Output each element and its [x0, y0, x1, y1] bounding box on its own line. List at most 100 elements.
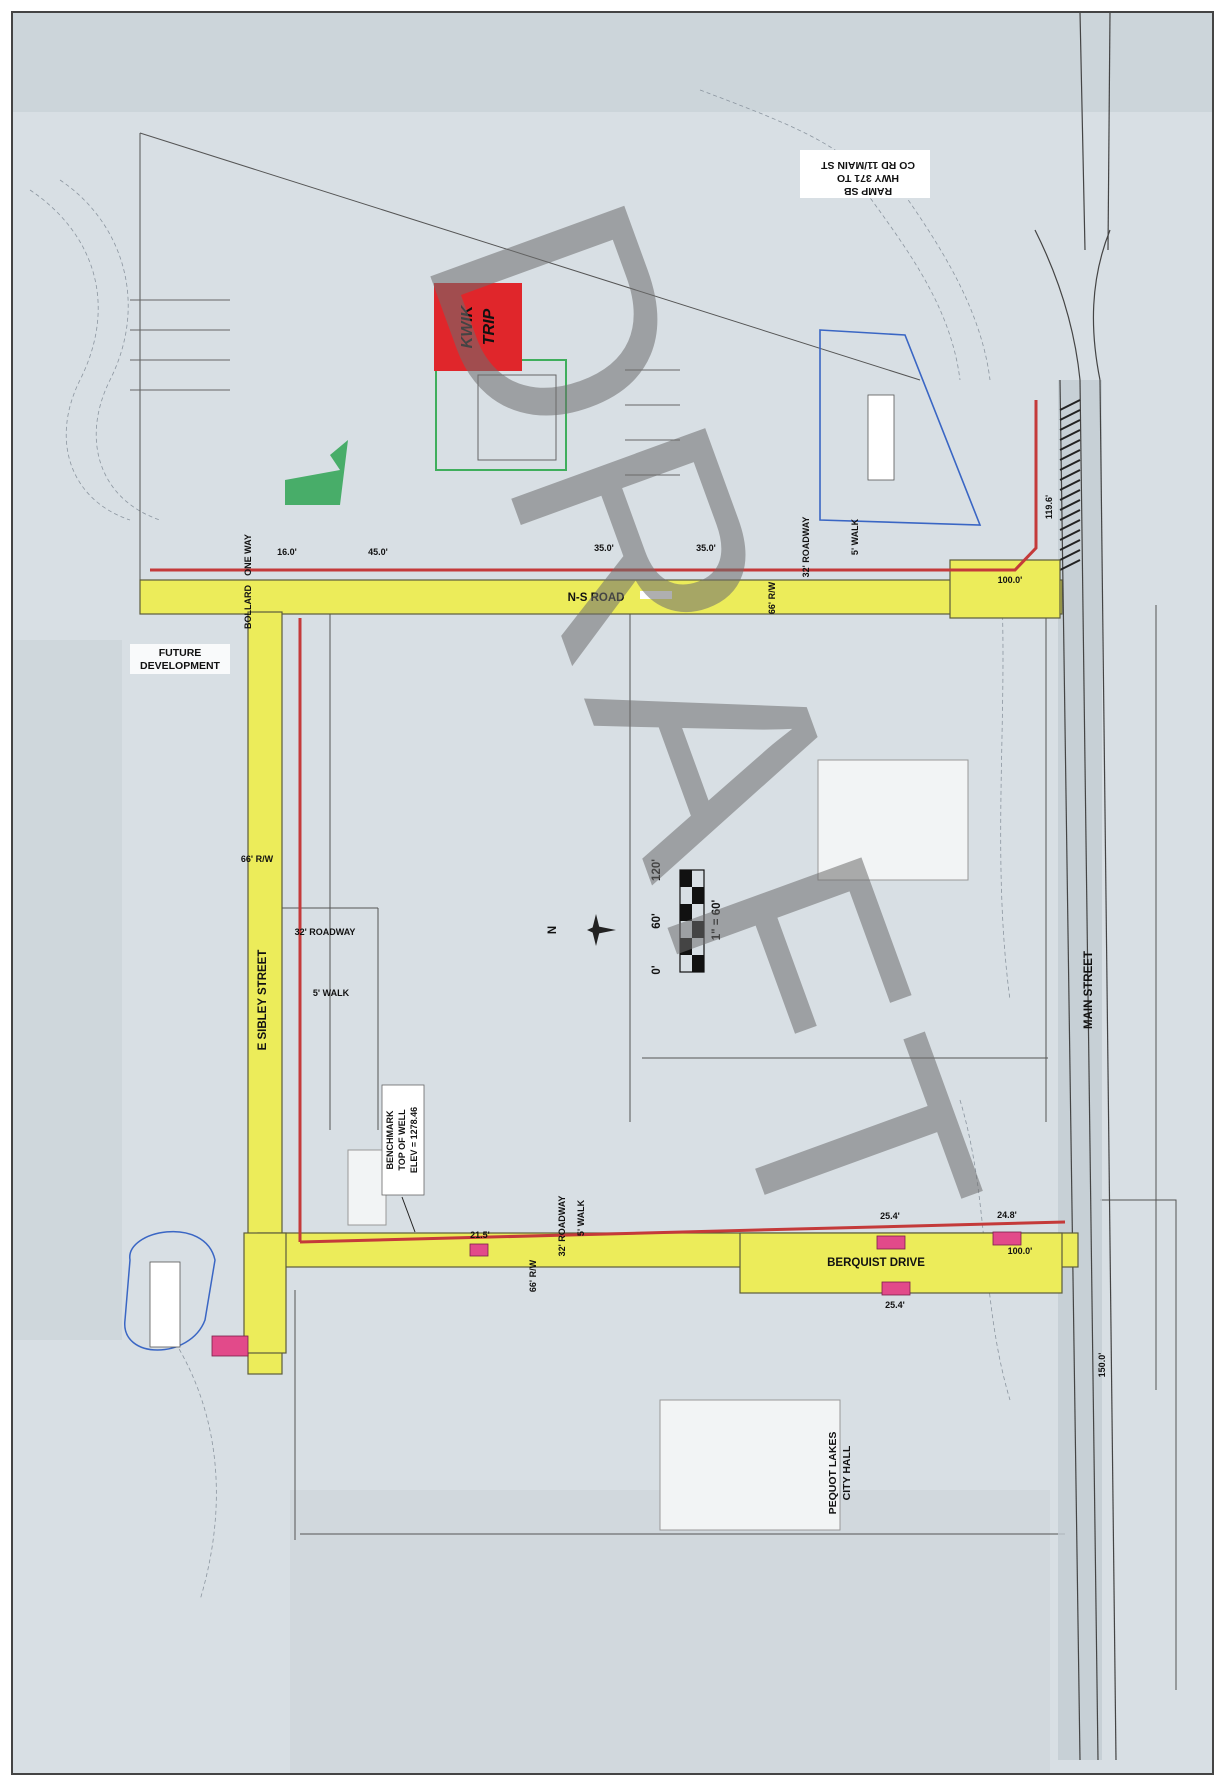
southwest-stormwater-basin	[124, 1230, 216, 1351]
dim-walk-ns: 5' WALK	[850, 518, 860, 555]
dim-roadway-berquist: 32' ROADWAY	[557, 1196, 567, 1257]
dim-roadway-sibley: 32' ROADWAY	[295, 927, 356, 937]
property-lines	[139, 132, 1177, 1690]
sibley-intersection	[243, 1232, 287, 1354]
hatch	[1059, 409, 1081, 421]
kwik-trip-site	[130, 299, 982, 526]
aerial-photo	[12, 12, 1213, 1774]
contour-line	[59, 179, 161, 521]
scale-bar-segment	[680, 870, 692, 887]
ramp-curve	[1092, 229, 1111, 381]
north-arrow-label: N	[547, 926, 559, 934]
ramp-label-line2: HWY 371 TO	[837, 172, 899, 184]
benchmark-label: BENCHMARK TOP OF WELL ELEV = 1278.46	[381, 1084, 425, 1233]
scale-bar-segment	[680, 938, 692, 955]
dim-100a: 100.0'	[998, 575, 1023, 585]
highway-edge	[1079, 11, 1086, 251]
roads	[139, 559, 1079, 1375]
scale-ratio: 1" = 60'	[711, 899, 723, 940]
dim-16: 16.0'	[277, 547, 297, 557]
scale-tick-60: 60'	[651, 913, 663, 929]
property-line	[1100, 1199, 1177, 1690]
stormwater-pond-label-box	[867, 394, 895, 481]
benchmark-line1: BENCHMARK	[385, 1110, 395, 1169]
sidewalks	[150, 400, 1066, 1244]
sw-basin-label-box	[149, 1261, 181, 1348]
ns-road-pavement	[139, 579, 1063, 615]
main-street-edge	[1079, 379, 1099, 1761]
crossing-pad	[211, 1335, 249, 1357]
ramp-label-line3: CO RD 11/MAIN ST	[820, 159, 915, 171]
hatch	[1059, 499, 1081, 511]
ramp-curve	[1034, 229, 1081, 381]
hatch	[1059, 479, 1081, 491]
crossing-pad	[992, 1231, 1022, 1246]
kwik-trip-logo: KWIK TRIP	[434, 283, 522, 371]
benchmark-leader	[401, 1196, 416, 1233]
hatch	[1059, 509, 1081, 521]
dim-24: 24.8'	[997, 1210, 1017, 1220]
ramp-label: RAMP SB HWY 371 TO CO RD 11/MAIN ST	[800, 150, 930, 198]
dim-45: 45.0'	[368, 547, 388, 557]
ns-road-label-underline	[640, 591, 672, 599]
hatch	[1059, 439, 1081, 451]
dim-rw-berquist: 66' R/W	[528, 1259, 538, 1292]
crossing-pads	[211, 1231, 1022, 1357]
dim-35b: 35.0'	[696, 543, 716, 553]
hatch	[1059, 429, 1081, 441]
scale-tick-0: 0'	[651, 965, 663, 974]
benchmark-line2: TOP OF WELL	[397, 1109, 407, 1171]
main-street-label: MAIN STREET	[1083, 951, 1095, 1029]
scale-bar-segment	[692, 887, 704, 904]
hatch	[1059, 549, 1081, 561]
dim-100b: 100.0'	[1008, 1246, 1033, 1256]
north-arrow: N	[547, 914, 616, 946]
scale-bar: 0' 60' 120' 1" = 60'	[651, 859, 723, 975]
north-arrow-star	[592, 914, 600, 946]
dim-119: 119.6'	[1044, 495, 1054, 519]
dim-21: 21.5'	[470, 1230, 490, 1240]
berquist-drive-label: BERQUIST DRIVE	[827, 1257, 925, 1269]
dim-bollard: BOLLARD	[243, 585, 253, 629]
highway-edge	[1107, 11, 1111, 251]
dim-150: 150.0'	[1097, 1353, 1107, 1378]
building-city-hall	[659, 1399, 841, 1531]
parking-stalls	[130, 299, 680, 476]
hatch	[1059, 489, 1081, 501]
building-east	[817, 759, 969, 881]
scale-bar-segment	[679, 869, 705, 973]
future-development-label-line1: FUTURE	[159, 647, 202, 659]
aerial-tree-mass-south	[290, 1490, 1050, 1774]
future-development-label-line2: DEVELOPMENT	[140, 660, 221, 672]
dim-roadway-ns: 32' ROADWAY	[801, 517, 811, 578]
hatch	[1059, 419, 1081, 431]
scale-bar-segment	[692, 921, 704, 938]
sidewalk-ns-north	[150, 400, 1038, 572]
hatch	[1059, 539, 1081, 551]
scale-bar-segment	[680, 904, 692, 921]
hatch	[1059, 529, 1081, 541]
ramp-label-box	[800, 150, 930, 198]
dim-walk-berquist: 5' WALK	[576, 1199, 586, 1236]
main-street-edge	[1059, 379, 1081, 1761]
main-street-edge	[1099, 379, 1117, 1761]
crossing-pad	[881, 1281, 911, 1296]
property-line-north	[139, 132, 921, 381]
crossing-pad	[876, 1235, 906, 1250]
kwik-trip-logo-line1: KWIK	[459, 304, 476, 348]
fuel-canopy	[477, 374, 557, 461]
hatch	[1059, 399, 1081, 411]
dim-one-way: ONE WAY	[243, 534, 253, 576]
dim-walk-sibley: 5' WALK	[313, 988, 350, 998]
dim-35a: 35.0'	[594, 543, 614, 553]
city-hall-label-line2: CITY HALL	[841, 1445, 853, 1500]
dimension-labels: ONE WAY 16.0' 45.0' 35.0' 35.0' 119.6' 1…	[241, 495, 1107, 1377]
benchmark-line3: ELEV = 1278.46	[409, 1107, 419, 1173]
dim-rw-ns: 66' R/W	[767, 581, 777, 614]
contour-line	[159, 1319, 217, 1601]
aerial-tree-mass-north	[12, 12, 1213, 112]
hatch	[1059, 459, 1081, 471]
kwik-trip-logo-line2: TRIP	[481, 308, 498, 345]
green-area	[285, 440, 348, 505]
